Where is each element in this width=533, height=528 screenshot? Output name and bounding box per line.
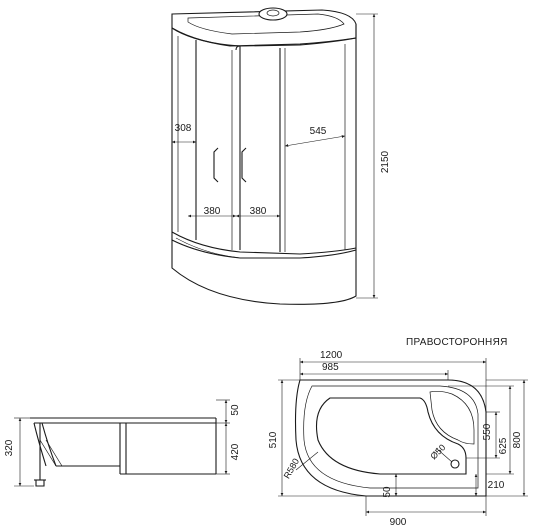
- dim-length-label: 1200: [320, 350, 343, 361]
- dim-height-label: 2150: [380, 150, 391, 173]
- drain-icon: [450, 459, 460, 469]
- dim-side-label: 308: [175, 123, 192, 134]
- tray-outline: [294, 379, 487, 497]
- dim-overall-depth-label: 800: [512, 431, 523, 448]
- dim-door-left-label: 380: [204, 206, 221, 217]
- dim-step-label: 210: [488, 480, 505, 491]
- tray-top-view: ПРАВОСТОРОННЯЯ 1200 985 510 R580 Ø50: [268, 337, 528, 528]
- dim-seat-depth-label: 550: [482, 423, 493, 440]
- orientation-title: ПРАВОСТОРОННЯЯ: [406, 337, 508, 348]
- shower-head-icon: [258, 7, 288, 21]
- dim-inner-height-label: 420: [230, 443, 241, 460]
- tray-seat: [429, 390, 475, 445]
- dim-bottom-length-label: 900: [390, 517, 407, 528]
- dim-rim-label: 50: [230, 404, 241, 416]
- dim-left-depth-label: 510: [268, 431, 279, 448]
- dim-back-line: [284, 135, 346, 147]
- left-door-handle: [213, 147, 219, 183]
- dim-door-right-label: 380: [250, 206, 267, 217]
- tray-basin: [315, 397, 467, 475]
- dim-margin-label: 50: [382, 486, 393, 498]
- cabin-perspective-view: 2150 308 380 380 545: [171, 7, 391, 305]
- dim-back-label: 545: [310, 126, 327, 137]
- roof-recess: [187, 13, 345, 35]
- dim-inner-length-label: 985: [322, 362, 339, 373]
- dim-tray-height-label: 320: [4, 439, 15, 456]
- frame-bottom: [171, 231, 357, 255]
- dim-middle-depth-label: 625: [498, 437, 509, 454]
- tray-slope: [33, 422, 47, 467]
- shower-tray: [171, 239, 357, 305]
- right-door-handle: [241, 147, 247, 183]
- tray-side-view: 320 50 420: [4, 399, 241, 487]
